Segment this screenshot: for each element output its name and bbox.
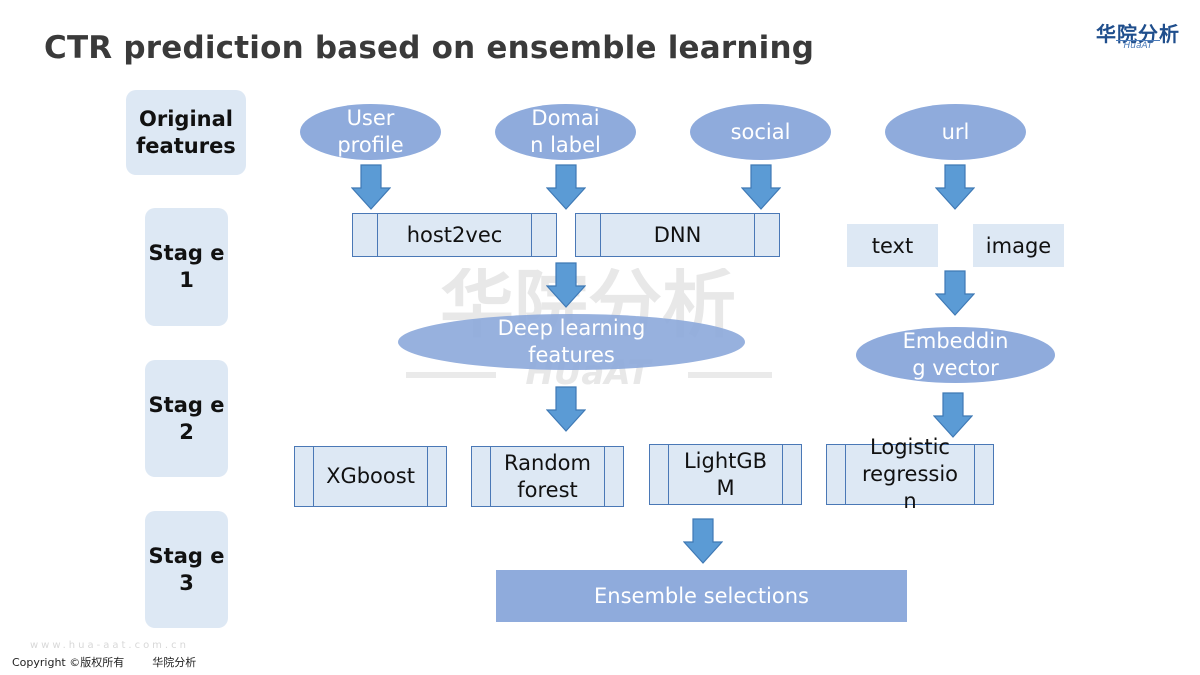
model-label: Random forest [504, 450, 591, 502]
footer-watermark-url: www.hua-aat.com.cn [30, 640, 189, 651]
feature-url: url [885, 104, 1026, 160]
brand-logo: 华院分析 HuaAT [1090, 18, 1186, 52]
dnn-box: DNN [575, 213, 780, 257]
arrow-down-icon [546, 262, 586, 308]
page-title: CTR prediction based on ensemble learnin… [44, 30, 815, 66]
model-label: Logistic regressio n [861, 435, 959, 513]
model-logistic-regression: Logistic regressio n [826, 435, 994, 513]
image-box: image [973, 224, 1064, 267]
footer-copyright: Copyright ©版权所有 华院分析 [12, 654, 196, 670]
feature-label: User profile [337, 106, 404, 157]
feature-label: Domai n label [530, 106, 601, 157]
stage-original-features: Original features [126, 90, 246, 175]
model-xgboost: XGboost [294, 446, 447, 507]
model-label: LightGB M [683, 448, 768, 500]
ellipse-label: Deep learning features [497, 316, 646, 367]
host2vec-box: host2vec [352, 213, 557, 257]
model-random-forest: Random forest [471, 446, 624, 507]
arrow-down-icon [935, 270, 975, 316]
feature-label: social [730, 119, 791, 144]
arrow-down-icon [741, 164, 781, 210]
stage-1: Stag e 1 [145, 208, 228, 326]
arrow-down-icon [683, 518, 723, 564]
arrow-down-icon [351, 164, 391, 210]
logo-cn-text: 华院分析 [1096, 22, 1180, 46]
footer-brand: 华院分析 [152, 656, 197, 669]
arrow-down-icon [546, 386, 586, 432]
arrow-down-icon [933, 392, 973, 438]
feature-label: url [941, 119, 970, 144]
deep-learning-features: Deep learning features [398, 314, 745, 370]
stage-2: Stag e 2 [145, 360, 228, 477]
logo-en-text: HuaAT [1116, 40, 1160, 51]
feature-domain-label: Domai n label [495, 104, 636, 160]
model-label: XGboost [326, 464, 415, 488]
stage-3: Stag e 3 [145, 511, 228, 628]
feature-user-profile: User profile [300, 104, 441, 160]
box-label: DNN [653, 222, 702, 247]
ellipse-label: Embeddin g vector [902, 329, 1009, 380]
copyright-text: Copyright ©版权所有 [12, 656, 125, 669]
box-label: host2vec [406, 222, 503, 247]
feature-social: social [690, 104, 831, 160]
embedding-vector: Embeddin g vector [856, 327, 1055, 383]
ensemble-selections: Ensemble selections [496, 570, 907, 622]
arrow-down-icon [546, 164, 586, 210]
text-box: text [847, 224, 938, 267]
arrow-down-icon [935, 164, 975, 210]
model-lightgbm: LightGB M [649, 444, 802, 505]
